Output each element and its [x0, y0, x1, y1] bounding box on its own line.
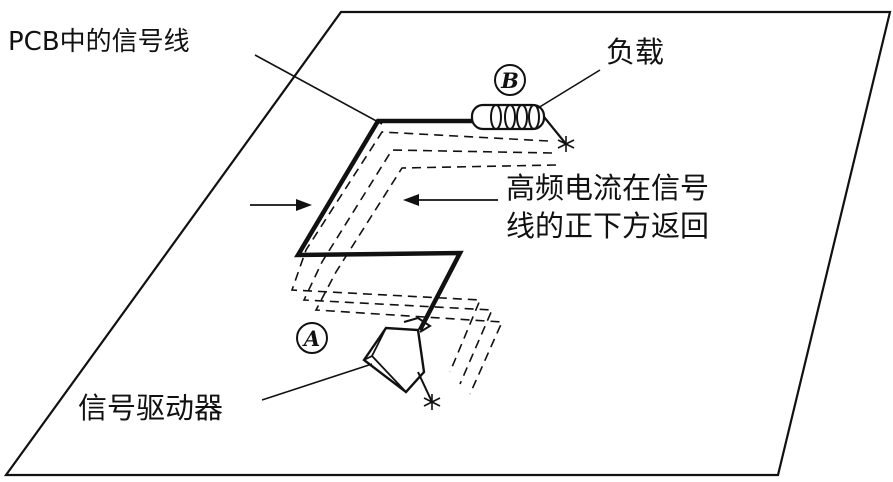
via-load	[557, 136, 575, 152]
leader-signal-driver	[261, 363, 373, 401]
marker-b: B	[494, 64, 526, 96]
svg-text:B: B	[500, 68, 519, 93]
arrow-left-side	[250, 199, 312, 211]
return-current-paths	[290, 131, 557, 395]
leader-pcb-signal-line	[254, 54, 383, 125]
label-return-current-line1: 高频电流在信号	[506, 171, 709, 205]
leader-load	[537, 69, 601, 109]
load-resistor	[470, 103, 546, 131]
signal-driver-chip	[362, 316, 433, 403]
return-path-1	[290, 131, 549, 373]
marker-a: A	[296, 322, 328, 354]
signal-trace	[294, 118, 476, 332]
svg-text:A: A	[302, 326, 320, 351]
label-return-current-line2: 线的正下方返回	[506, 209, 709, 243]
label-signal-driver: 信号驱动器	[78, 391, 223, 425]
label-pcb-signal-line: PCB中的信号线	[8, 27, 190, 57]
label-load: 负载	[606, 35, 664, 69]
pcb-board	[3, 10, 892, 477]
arrow-right-side	[403, 194, 498, 206]
return-path-3	[314, 164, 557, 395]
